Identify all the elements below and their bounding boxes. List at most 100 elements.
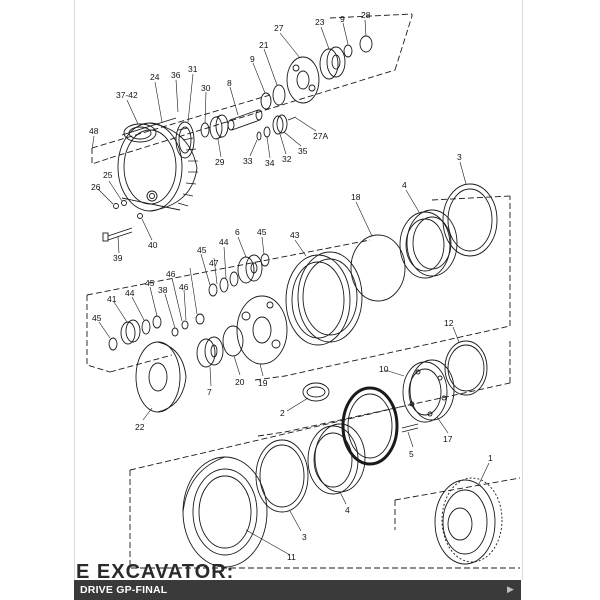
left-margin (0, 0, 74, 600)
callout-20: 20 (235, 377, 245, 387)
part-27A-pin (287, 116, 297, 121)
part-44-bearing (141, 319, 151, 335)
part-11-housing (182, 456, 268, 568)
callout-28: 28 (361, 10, 371, 20)
callout-1: 1 (488, 453, 493, 463)
part-7-planet-gear (196, 336, 224, 368)
top-group-outline (91, 13, 413, 165)
part-47-shaft (195, 313, 205, 325)
callout-26: 26 (91, 182, 101, 192)
callout-10: 10 (379, 364, 389, 374)
callout-24: 24 (150, 72, 160, 82)
part-12-ring (444, 340, 488, 396)
part-18-snap-ring (350, 234, 406, 302)
part-9-top-washer (343, 44, 353, 58)
callout-40: 40 (148, 240, 158, 250)
callout-47: 47 (209, 258, 219, 268)
callout-23: 23 (315, 17, 325, 27)
callout-31: 31 (188, 64, 198, 74)
callout-45-top: 45 (257, 227, 267, 237)
callout-34: 34 (265, 158, 275, 168)
callout-2: 2 (280, 408, 285, 418)
part-38-pin (171, 327, 179, 337)
part-2-seal-ring (302, 382, 330, 402)
middle-group-outline (86, 195, 511, 381)
part-45-washer-top (260, 253, 270, 267)
callout-44-lower: 44 (125, 288, 135, 298)
caption-title: DRIVE GP-FINAL (80, 584, 168, 596)
part-43-ring-gear (285, 251, 363, 346)
callout-36: 36 (171, 70, 181, 80)
callout-5-lower: 5 (409, 449, 414, 459)
callout-9-top: 9 (340, 14, 345, 24)
callout-44-upper: 44 (219, 237, 229, 247)
part-1-sprocket (434, 477, 503, 565)
part-45-washer-mid (152, 315, 162, 329)
part-32-gear (272, 114, 288, 135)
callout-7: 7 (207, 387, 212, 397)
part-3-ring-lower (255, 439, 309, 513)
scroll-right-icon[interactable]: ▶ (507, 584, 514, 594)
part-45-washer-upper (208, 283, 218, 297)
part-3-ring-upper (442, 183, 498, 257)
callout-18: 18 (351, 192, 361, 202)
part-27-carrier (286, 56, 320, 104)
callout-21: 21 (259, 40, 269, 50)
callout-48: 48 (89, 126, 99, 136)
part-9-washer (260, 92, 272, 110)
part-20-ring (222, 325, 244, 357)
part-6-planet-gear (237, 254, 263, 284)
part-33-pin (256, 131, 262, 141)
callout-22: 22 (135, 422, 145, 432)
callout-17: 17 (443, 434, 453, 444)
callout-4-lower: 4 (345, 505, 350, 515)
part-5-bolt (401, 423, 419, 433)
callout-30: 30 (201, 83, 211, 93)
callout-25: 25 (103, 170, 113, 180)
part-45-washer-left (108, 337, 118, 351)
callout-27A: 27A (313, 131, 328, 141)
part-30-washer (200, 122, 210, 138)
callout-3-lower: 3 (302, 532, 307, 542)
part-19-carrier (236, 295, 288, 365)
callout-8: 8 (227, 78, 232, 88)
caption-bar: DRIVE GP-FINAL (74, 580, 521, 600)
callout-29: 29 (215, 157, 225, 167)
callout-39: 39 (113, 253, 123, 263)
part-40-washer (137, 213, 143, 219)
part-22-housing (135, 341, 187, 413)
part-28-ring (359, 35, 373, 53)
callout-43: 43 (290, 230, 300, 240)
part-44-bearing-upper (219, 277, 229, 293)
callout-11: 11 (287, 552, 296, 562)
callout-6: 6 (235, 227, 240, 237)
part-21-ring (272, 84, 286, 106)
callout-9-mid: 9 (250, 54, 255, 64)
callout-37-42: 37-42 (116, 90, 138, 100)
callout-46-a: 46 (166, 269, 176, 279)
part-8-shaft (227, 109, 263, 131)
callout-19: 19 (258, 378, 268, 388)
part-31-ring (175, 121, 195, 159)
part-10-bearing-cage (402, 359, 455, 423)
part-41-gear (120, 319, 141, 345)
part-39-bolt (102, 227, 133, 242)
part-23-gear (319, 46, 346, 80)
callout-4-upper: 4 (402, 180, 407, 190)
lower-group-outline (129, 340, 521, 569)
callout-27: 27 (274, 23, 284, 33)
top-leader-lines (91, 19, 367, 254)
part-29-gear (209, 114, 229, 140)
callout-45-upper: 45 (197, 245, 207, 255)
right-margin (521, 0, 600, 600)
part-26-plug (113, 203, 119, 209)
callout-41: 41 (107, 294, 117, 304)
middle-leader-lines (98, 161, 467, 421)
callout-3-upper: 3 (457, 152, 462, 162)
callout-38: 38 (158, 285, 168, 295)
part-24-hub (117, 117, 198, 212)
callout-45-mid: 45 (145, 278, 155, 288)
lower-leader-lines (245, 326, 490, 556)
